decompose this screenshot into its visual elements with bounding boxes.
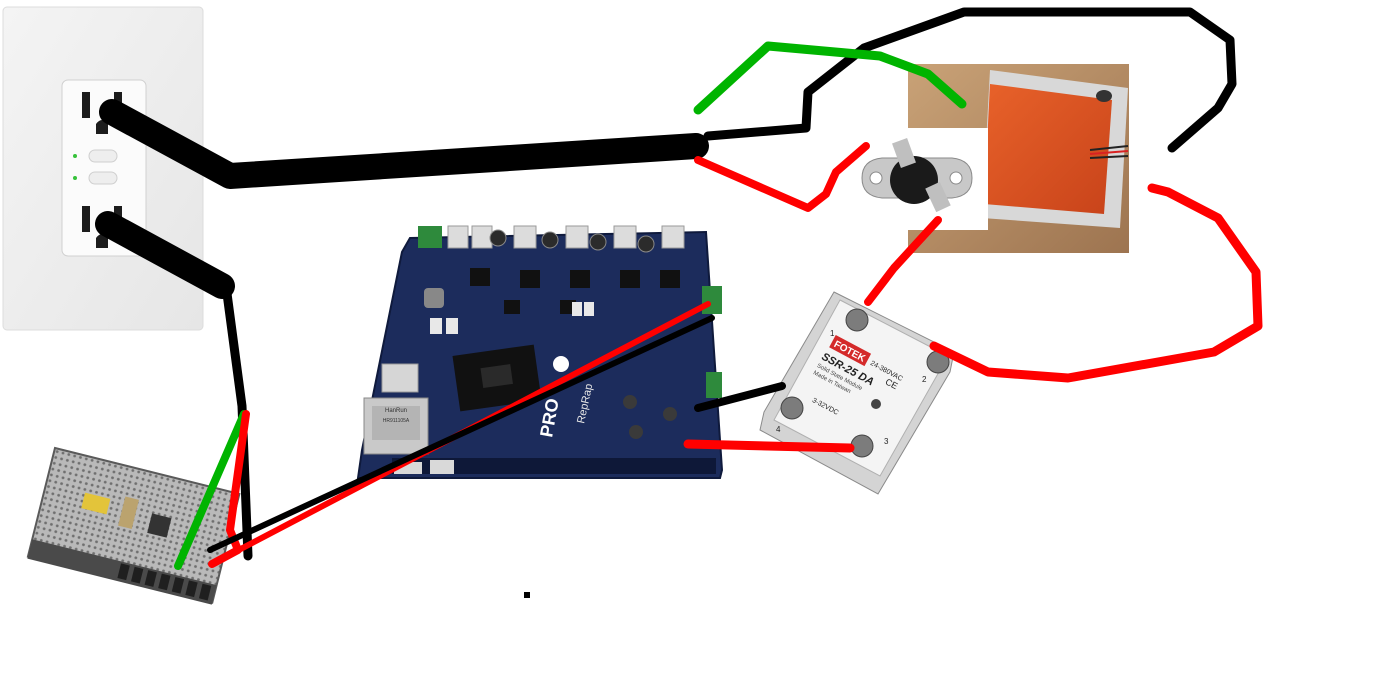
power-supply — [26, 446, 241, 605]
ethernet-brand-label: HanRun — [385, 408, 407, 414]
indicator-led — [73, 176, 77, 180]
wire-ssr-control-black — [694, 382, 786, 412]
wire-heater-black — [703, 7, 1237, 153]
wire-dc-black — [207, 315, 715, 553]
silicone-heater-pad — [908, 64, 1129, 253]
solid-state-relay: FOTEK 24-380VAC SSR-25 DA Solid State Mo… — [759, 291, 955, 495]
wire-ssr-control-red — [683, 439, 855, 453]
wire-mains-black-2 — [95, 211, 235, 299]
wire-heater-ground-green — [693, 41, 967, 115]
ethernet-jack: HanRun HR911105A — [363, 397, 429, 455]
wire-psu-feed-black — [221, 281, 253, 561]
ssr-terminal-4: 4 — [776, 425, 781, 434]
wire-thermostat-ssr-red — [864, 216, 942, 306]
wire-thermostat-red — [694, 142, 870, 212]
ssr-terminal-2: 2 — [922, 375, 927, 384]
controller-board: HanRun HR911105A RepRap PRO — [356, 225, 724, 479]
indicator-led — [73, 154, 77, 158]
wire-psu-ground-green — [174, 410, 248, 570]
wall-outlet — [2, 6, 204, 331]
wire-mains-black-1 — [99, 99, 709, 189]
ssr-terminal-1: 1 — [830, 329, 835, 338]
ethernet-model-label: HR911105A — [383, 418, 410, 424]
wires — [95, 7, 1263, 570]
ssr-terminal-3: 3 — [884, 437, 889, 446]
stray-mark — [524, 592, 530, 598]
wire-ssr-heater-red — [929, 183, 1263, 383]
